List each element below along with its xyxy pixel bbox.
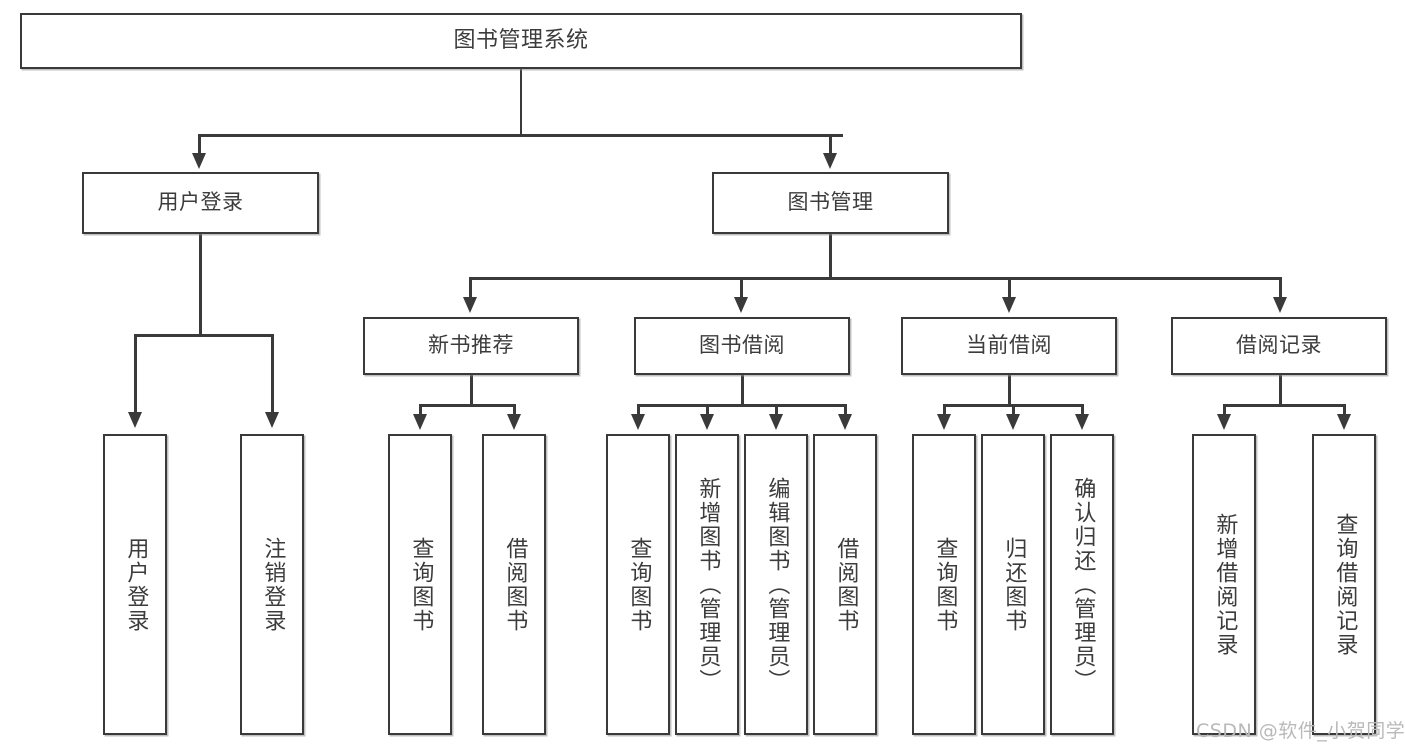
node-label: 图书借阅 xyxy=(699,333,785,358)
leaf-logout[interactable]: 注销登录 xyxy=(240,434,304,735)
arrow-user-login-to-leaf-2 xyxy=(265,412,280,428)
connector-current-to-leaf-2 xyxy=(1012,404,1015,416)
connector-borrow-stem xyxy=(741,375,744,406)
node-book-borrowing[interactable]: 图书借阅 xyxy=(634,317,850,375)
leaf-query-books-new[interactable]: 查询图书 xyxy=(388,434,452,735)
connector-user-login-stem xyxy=(199,234,202,335)
connector-current-stem xyxy=(1008,375,1011,406)
arrow-borrow-to-leaf-4 xyxy=(838,414,853,430)
connector-user-login-bar xyxy=(134,334,273,337)
node-label: 查询图书 xyxy=(932,536,958,633)
leaf-add-borrow-record[interactable]: 新增借阅记录 xyxy=(1192,434,1256,735)
node-label: 确认归还（管理员） xyxy=(1070,476,1096,693)
arrow-book-mgmt-to-borrow xyxy=(734,297,749,313)
node-new-book-recommendation[interactable]: 新书推荐 xyxy=(363,317,579,375)
connector-new-books-to-leaf-2 xyxy=(513,404,516,416)
node-label: 编辑图书（管理员） xyxy=(764,476,790,693)
leaf-return-books[interactable]: 归还图书 xyxy=(981,434,1045,735)
connector-borrow-to-leaf-4 xyxy=(844,404,847,416)
connector-current-to-leaf-3 xyxy=(1081,404,1084,416)
connector-root-to-user-login xyxy=(198,134,201,156)
node-borrowing-records[interactable]: 借阅记录 xyxy=(1171,317,1387,375)
connector-new-books-bar xyxy=(419,404,515,407)
connector-current-to-leaf-1 xyxy=(943,404,946,416)
connector-records-to-leaf-1 xyxy=(1223,404,1226,416)
leaf-user-login[interactable]: 用户登录 xyxy=(103,434,167,735)
connector-borrow-to-leaf-1 xyxy=(637,404,640,416)
leaf-confirm-return-admin[interactable]: 确认归还（管理员） xyxy=(1050,434,1114,735)
connector-records-to-leaf-2 xyxy=(1343,404,1346,416)
connector-root-to-book-mgmt xyxy=(829,134,832,156)
node-book-management[interactable]: 图书管理 xyxy=(712,172,949,234)
arrow-new-books-to-leaf-2 xyxy=(507,414,522,430)
arrow-new-books-to-leaf-1 xyxy=(413,414,428,430)
leaf-query-books-current[interactable]: 查询图书 xyxy=(912,434,976,735)
connector-root-stem xyxy=(519,69,522,135)
node-current-borrowing[interactable]: 当前借阅 xyxy=(901,317,1117,375)
connector-borrow-bar xyxy=(637,404,846,407)
node-label: 新增图书（管理员） xyxy=(695,476,721,693)
node-root-book-management-system[interactable]: 图书管理系统 xyxy=(20,13,1022,69)
connector-book-mgmt-to-current xyxy=(1008,277,1011,299)
leaf-query-books-borrow[interactable]: 查询图书 xyxy=(606,434,670,735)
leaf-add-book-admin[interactable]: 新增图书（管理员） xyxy=(675,434,739,735)
connector-root-bar xyxy=(198,134,843,137)
arrow-book-mgmt-to-records xyxy=(1273,297,1288,313)
arrow-root-to-user-login xyxy=(192,153,207,169)
arrow-current-to-leaf-3 xyxy=(1075,414,1090,430)
node-label: 借阅图书 xyxy=(833,536,859,633)
connector-records-stem xyxy=(1279,375,1282,406)
node-label: 查询借阅记录 xyxy=(1332,512,1358,657)
leaf-borrow-books-new[interactable]: 借阅图书 xyxy=(482,434,546,735)
node-label: 借阅记录 xyxy=(1236,333,1322,358)
connector-borrow-to-leaf-2 xyxy=(706,404,709,416)
arrow-borrow-to-leaf-1 xyxy=(631,414,646,430)
connector-new-books-to-leaf-1 xyxy=(419,404,422,416)
arrow-root-to-book-mgmt xyxy=(823,153,838,169)
node-label: 图书管理 xyxy=(787,190,874,215)
connector-borrow-to-leaf-3 xyxy=(775,404,778,416)
arrow-book-mgmt-to-current xyxy=(1002,297,1017,313)
arrow-records-to-leaf-2 xyxy=(1337,414,1352,430)
node-label: 用户登录 xyxy=(157,190,244,215)
connector-new-books-stem xyxy=(470,375,473,406)
arrow-borrow-to-leaf-3 xyxy=(769,414,784,430)
connector-book-mgmt-to-new-books xyxy=(469,277,472,299)
node-label: 新书推荐 xyxy=(428,333,514,358)
connector-book-mgmt-bar xyxy=(469,277,1281,280)
arrow-borrow-to-leaf-2 xyxy=(700,414,715,430)
node-label: 借阅图书 xyxy=(502,536,528,633)
node-label: 当前借阅 xyxy=(966,333,1052,358)
connector-records-bar xyxy=(1223,404,1343,407)
node-label: 注销登录 xyxy=(260,536,286,633)
connector-user-login-to-leaf-2 xyxy=(271,334,274,414)
arrow-book-mgmt-to-new-books xyxy=(463,297,478,313)
leaf-edit-book-admin[interactable]: 编辑图书（管理员） xyxy=(744,434,808,735)
arrow-current-to-leaf-1 xyxy=(937,414,952,430)
arrow-records-to-leaf-1 xyxy=(1217,414,1232,430)
connector-user-login-to-leaf-1 xyxy=(134,334,137,414)
connector-book-mgmt-stem xyxy=(829,234,832,279)
node-label: 归还图书 xyxy=(1001,536,1027,633)
leaf-query-borrow-record[interactable]: 查询借阅记录 xyxy=(1312,434,1376,735)
node-label: 用户登录 xyxy=(123,536,149,633)
node-user-login[interactable]: 用户登录 xyxy=(82,172,319,234)
arrow-user-login-to-leaf-1 xyxy=(128,412,143,428)
node-label: 图书管理系统 xyxy=(453,27,589,53)
arrow-current-to-leaf-2 xyxy=(1006,414,1021,430)
node-label: 新增借阅记录 xyxy=(1212,512,1238,657)
node-label: 查询图书 xyxy=(408,536,434,633)
connector-book-mgmt-to-borrow xyxy=(740,277,743,299)
node-label: 查询图书 xyxy=(626,536,652,633)
leaf-borrow-books[interactable]: 借阅图书 xyxy=(813,434,877,735)
connector-book-mgmt-to-records xyxy=(1279,277,1282,299)
